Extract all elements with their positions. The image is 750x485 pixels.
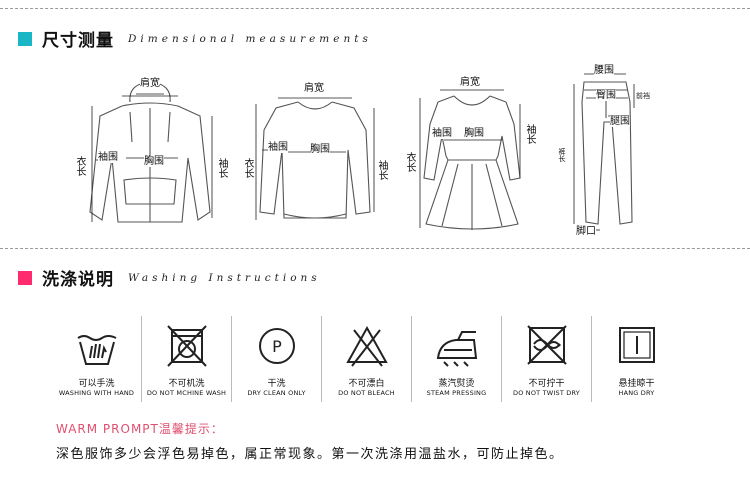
hoodie-figure: 肩宽 袖围 胸围 衣长 袖长 (70, 72, 230, 244)
svg-text:P: P (272, 337, 282, 356)
hand-wash-label: 可以手洗 (78, 379, 115, 389)
hang-dry-label: 悬挂晾干 (618, 379, 655, 389)
trousers-rise-label: 前裆 (636, 92, 650, 100)
sweater-figure: 肩宽 袖围 胸围 衣长 袖长 (240, 80, 390, 242)
steam-iron-icon (436, 331, 478, 367)
wash-item-hand-wash: 可以手洗 WASHING WITH HAND (52, 316, 142, 402)
trousers-hem-label: 脚口 (576, 226, 596, 237)
measure-section-header: 尺寸测量 Dimensional measurements (18, 26, 372, 51)
dry-clean-icon: P (259, 328, 295, 364)
trousers-figure: 腰围 臀围 前裆 腿围 裤长 脚口 (554, 62, 664, 242)
wash-item-hang-dry: 悬挂晾干 HANG DRY (592, 316, 681, 402)
sweater-chest-label: 胸围 (310, 144, 330, 155)
dress-figure: 肩宽 袖围 胸围 衣长 袖长 (402, 74, 542, 242)
measure-section-marker (18, 31, 32, 46)
dry-clean-label: 干洗 (267, 379, 286, 389)
hoodie-shoulder-label: 肩宽 (140, 78, 160, 89)
no-twist-dry-icon (527, 325, 567, 365)
steam-iron-en-label: STEAM PRESSING (426, 389, 487, 397)
dress-length-label: 衣长 (404, 152, 415, 172)
measure-section-subtitle: Dimensional measurements (128, 32, 372, 45)
steam-iron-label: 蒸汽熨烫 (438, 379, 475, 389)
dress-sleeve-label: 袖长 (524, 124, 535, 144)
no-machine-wash-en-label: DO NOT MCHINE WASH (146, 389, 227, 397)
no-machine-wash-label: 不可机洗 (168, 379, 205, 389)
wash-item-dry-clean: P 干洗 DRY CLEAN ONLY (232, 316, 322, 402)
dress-cuff-label: 袖围 (432, 128, 452, 139)
hang-dry-icon (619, 327, 655, 363)
sweater-sketch (255, 97, 375, 220)
wash-section-header: 洗涤说明 Washing Instructions (18, 265, 321, 290)
no-machine-wash-icon (167, 325, 207, 367)
dress-shoulder-label: 肩宽 (460, 77, 480, 88)
wash-item-no-machine: 不可机洗 DO NOT MCHINE WASH (142, 316, 232, 402)
trousers-thigh-label: 腿围 (610, 116, 630, 127)
no-twist-dry-label: 不可拧干 (528, 379, 565, 389)
wash-section-title: 洗涤说明 (42, 270, 114, 290)
no-bleach-label: 不可漂白 (348, 379, 385, 389)
hoodie-length-label: 衣长 (74, 156, 85, 176)
sweater-shoulder-label: 肩宽 (304, 83, 324, 94)
no-bleach-en-label: DO NOT BLEACH (338, 389, 395, 397)
hand-wash-icon (77, 335, 117, 365)
trousers-hip-label: 臀围 (596, 90, 616, 101)
dress-sketch (419, 89, 521, 230)
wash-item-steam-iron: 蒸汽熨烫 STEAM PRESSING (412, 316, 502, 402)
hoodie-chest-label: 胸围 (144, 156, 164, 167)
trousers-length-label: 裤长 (558, 148, 566, 162)
wash-section-subtitle: Washing Instructions (128, 271, 321, 284)
hand-wash-en-label: WASHING WITH HAND (58, 389, 135, 397)
sweater-length-label: 衣长 (242, 158, 253, 178)
hoodie-sleeve-label: 袖长 (216, 158, 227, 178)
sweater-sleeve-label: 袖长 (376, 160, 387, 180)
hoodie-cuff-label: 袖围 (98, 152, 118, 163)
dress-chest-label: 胸围 (464, 128, 484, 139)
wash-item-no-bleach: 不可漂白 DO NOT BLEACH (322, 316, 412, 402)
wash-item-no-twist: 不可拧干 DO NOT TWIST DRY (502, 316, 592, 402)
top-divider (0, 8, 750, 9)
trousers-waist-label: 腰围 (594, 65, 614, 76)
warm-prompt-text: 深色服饰多少会浮色易掉色，属正常现象。第一次洗涤用温盐水，可防止掉色。 (56, 447, 564, 462)
hang-dry-en-label: HANG DRY (618, 389, 655, 397)
no-twist-dry-en-label: DO NOT TWIST DRY (513, 389, 580, 397)
sweater-cuff-label: 袖围 (268, 142, 288, 153)
wash-symbol-row: 可以手洗 WASHING WITH HAND 不可机洗 DO NOT MCHIN… (52, 316, 681, 402)
wash-section-marker (18, 270, 32, 285)
trousers-sketch (573, 73, 635, 231)
measure-section-title: 尺寸测量 (42, 31, 114, 51)
no-bleach-icon (346, 325, 388, 367)
dry-clean-en-label: DRY CLEAN ONLY (247, 389, 306, 397)
middle-divider (0, 248, 750, 249)
warm-prompt-title: WARM PROMPT温馨提示： (56, 422, 224, 436)
